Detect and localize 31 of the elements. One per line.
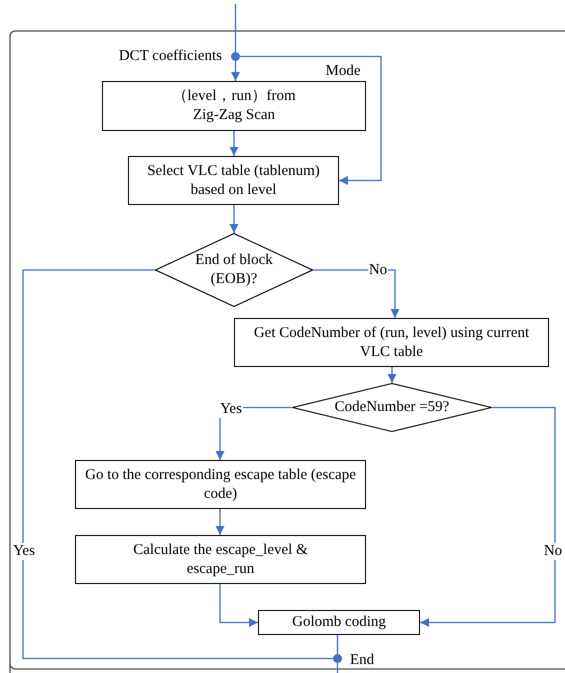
process-box — [128, 156, 339, 205]
node-text: Select VLC table (tablenum) based on level — [146, 162, 321, 200]
connector-arrow — [230, 205, 238, 233]
node-text: Golomb coding — [292, 613, 386, 632]
connector-arrow — [313, 269, 400, 318]
node-caption: DCT coefficients — [118, 48, 222, 64]
node-text: Calculate the escape_level & escape_run — [132, 540, 309, 578]
node-text: （level，run）from Zig-Zag Scan — [171, 87, 297, 125]
connector-arrow — [420, 406, 556, 627]
connector-arrow — [388, 367, 396, 383]
junction-dot — [333, 654, 342, 663]
connector-arrow — [230, 131, 238, 156]
node-text: CodeNumber =59? — [334, 398, 450, 417]
node-text: Go to the corresponding escape table (escape code) — [84, 466, 357, 504]
connector-arrow — [216, 406, 292, 460]
process-box — [75, 535, 366, 584]
connector-arrow — [216, 509, 224, 535]
process-box — [102, 81, 366, 131]
process-box — [258, 610, 420, 635]
edge-label: Yes — [12, 542, 36, 560]
process-box — [234, 318, 549, 367]
connector-arrow — [231, 61, 240, 81]
edge-label: No — [542, 542, 564, 560]
connector-arrow — [219, 584, 258, 627]
node-text: End of block (EOB)? — [194, 251, 274, 289]
junction-dot — [231, 52, 240, 61]
node-caption: End — [350, 652, 374, 668]
connector-arrow — [240, 56, 382, 185]
edge-label: Yes — [219, 400, 243, 418]
node-text: Get CodeNumber of (run, level) using current VLC table — [252, 324, 530, 362]
process-box — [75, 460, 366, 509]
